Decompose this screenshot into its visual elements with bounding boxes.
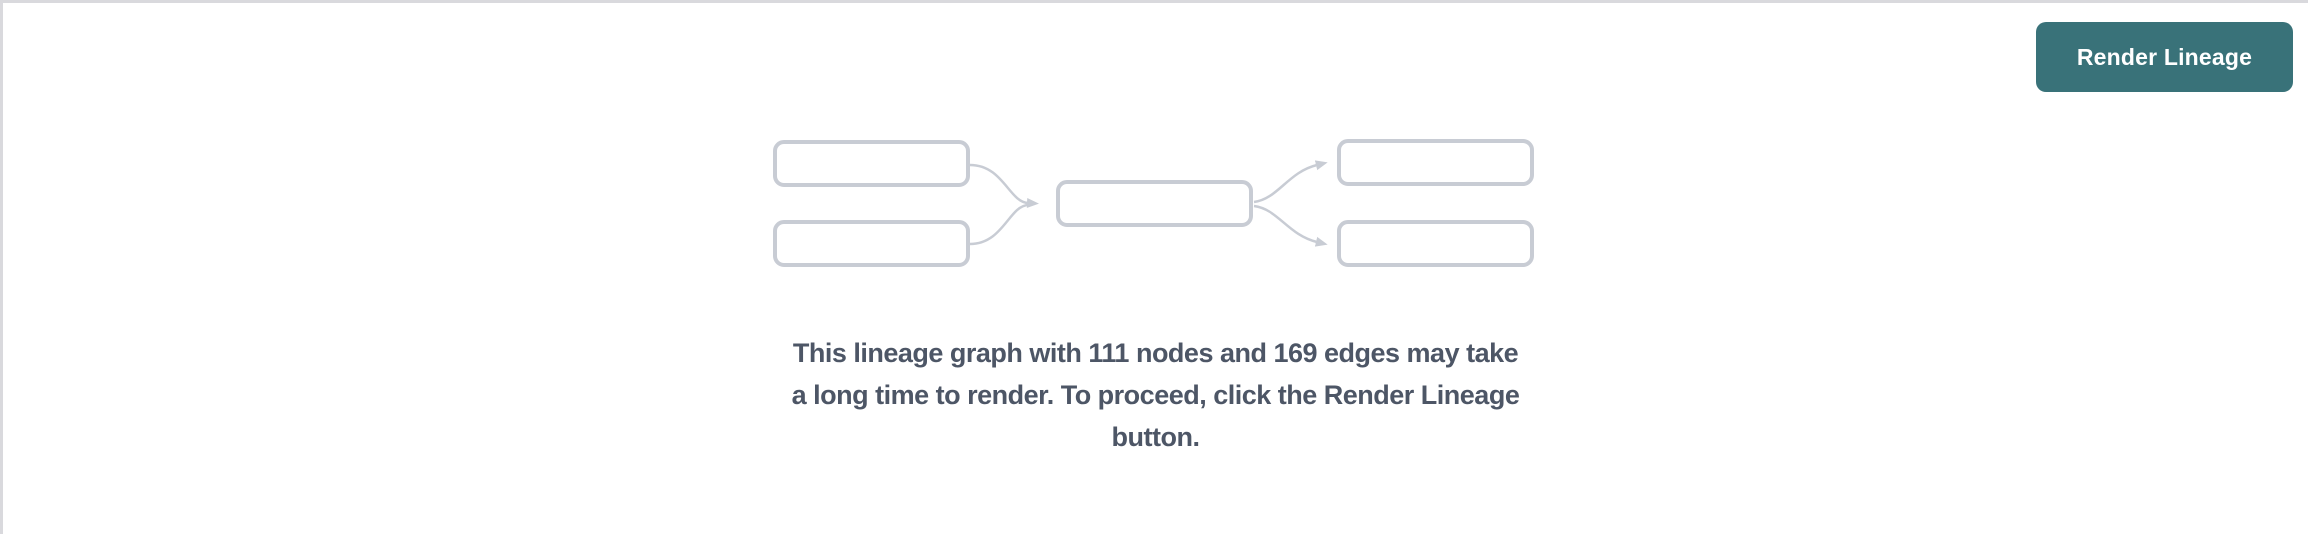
graph-edge bbox=[1253, 160, 1328, 204]
graph-edge bbox=[1253, 204, 1328, 247]
lineage-graph-placeholder-icon bbox=[772, 139, 1534, 267]
graph-edge bbox=[969, 203, 1028, 246]
graph-edge bbox=[969, 163, 1039, 208]
message-line: a long time to render. To proceed, click… bbox=[791, 380, 1520, 410]
render-lineage-button[interactable]: Render Lineage bbox=[2036, 22, 2293, 92]
graph-node-box bbox=[772, 140, 970, 187]
lineage-placeholder-content: This lineage graph with 111 nodes and 16… bbox=[3, 3, 2308, 458]
message-line: This lineage graph with 111 nodes and 16… bbox=[792, 338, 1519, 368]
graph-node-box bbox=[772, 220, 970, 267]
graph-node-box bbox=[1336, 139, 1534, 186]
render-warning-message: This lineage graph with 111 nodes and 16… bbox=[792, 332, 1520, 458]
graph-node-box bbox=[1055, 180, 1253, 227]
message-line: button. bbox=[1111, 422, 1200, 452]
graph-node-box bbox=[1336, 220, 1534, 267]
